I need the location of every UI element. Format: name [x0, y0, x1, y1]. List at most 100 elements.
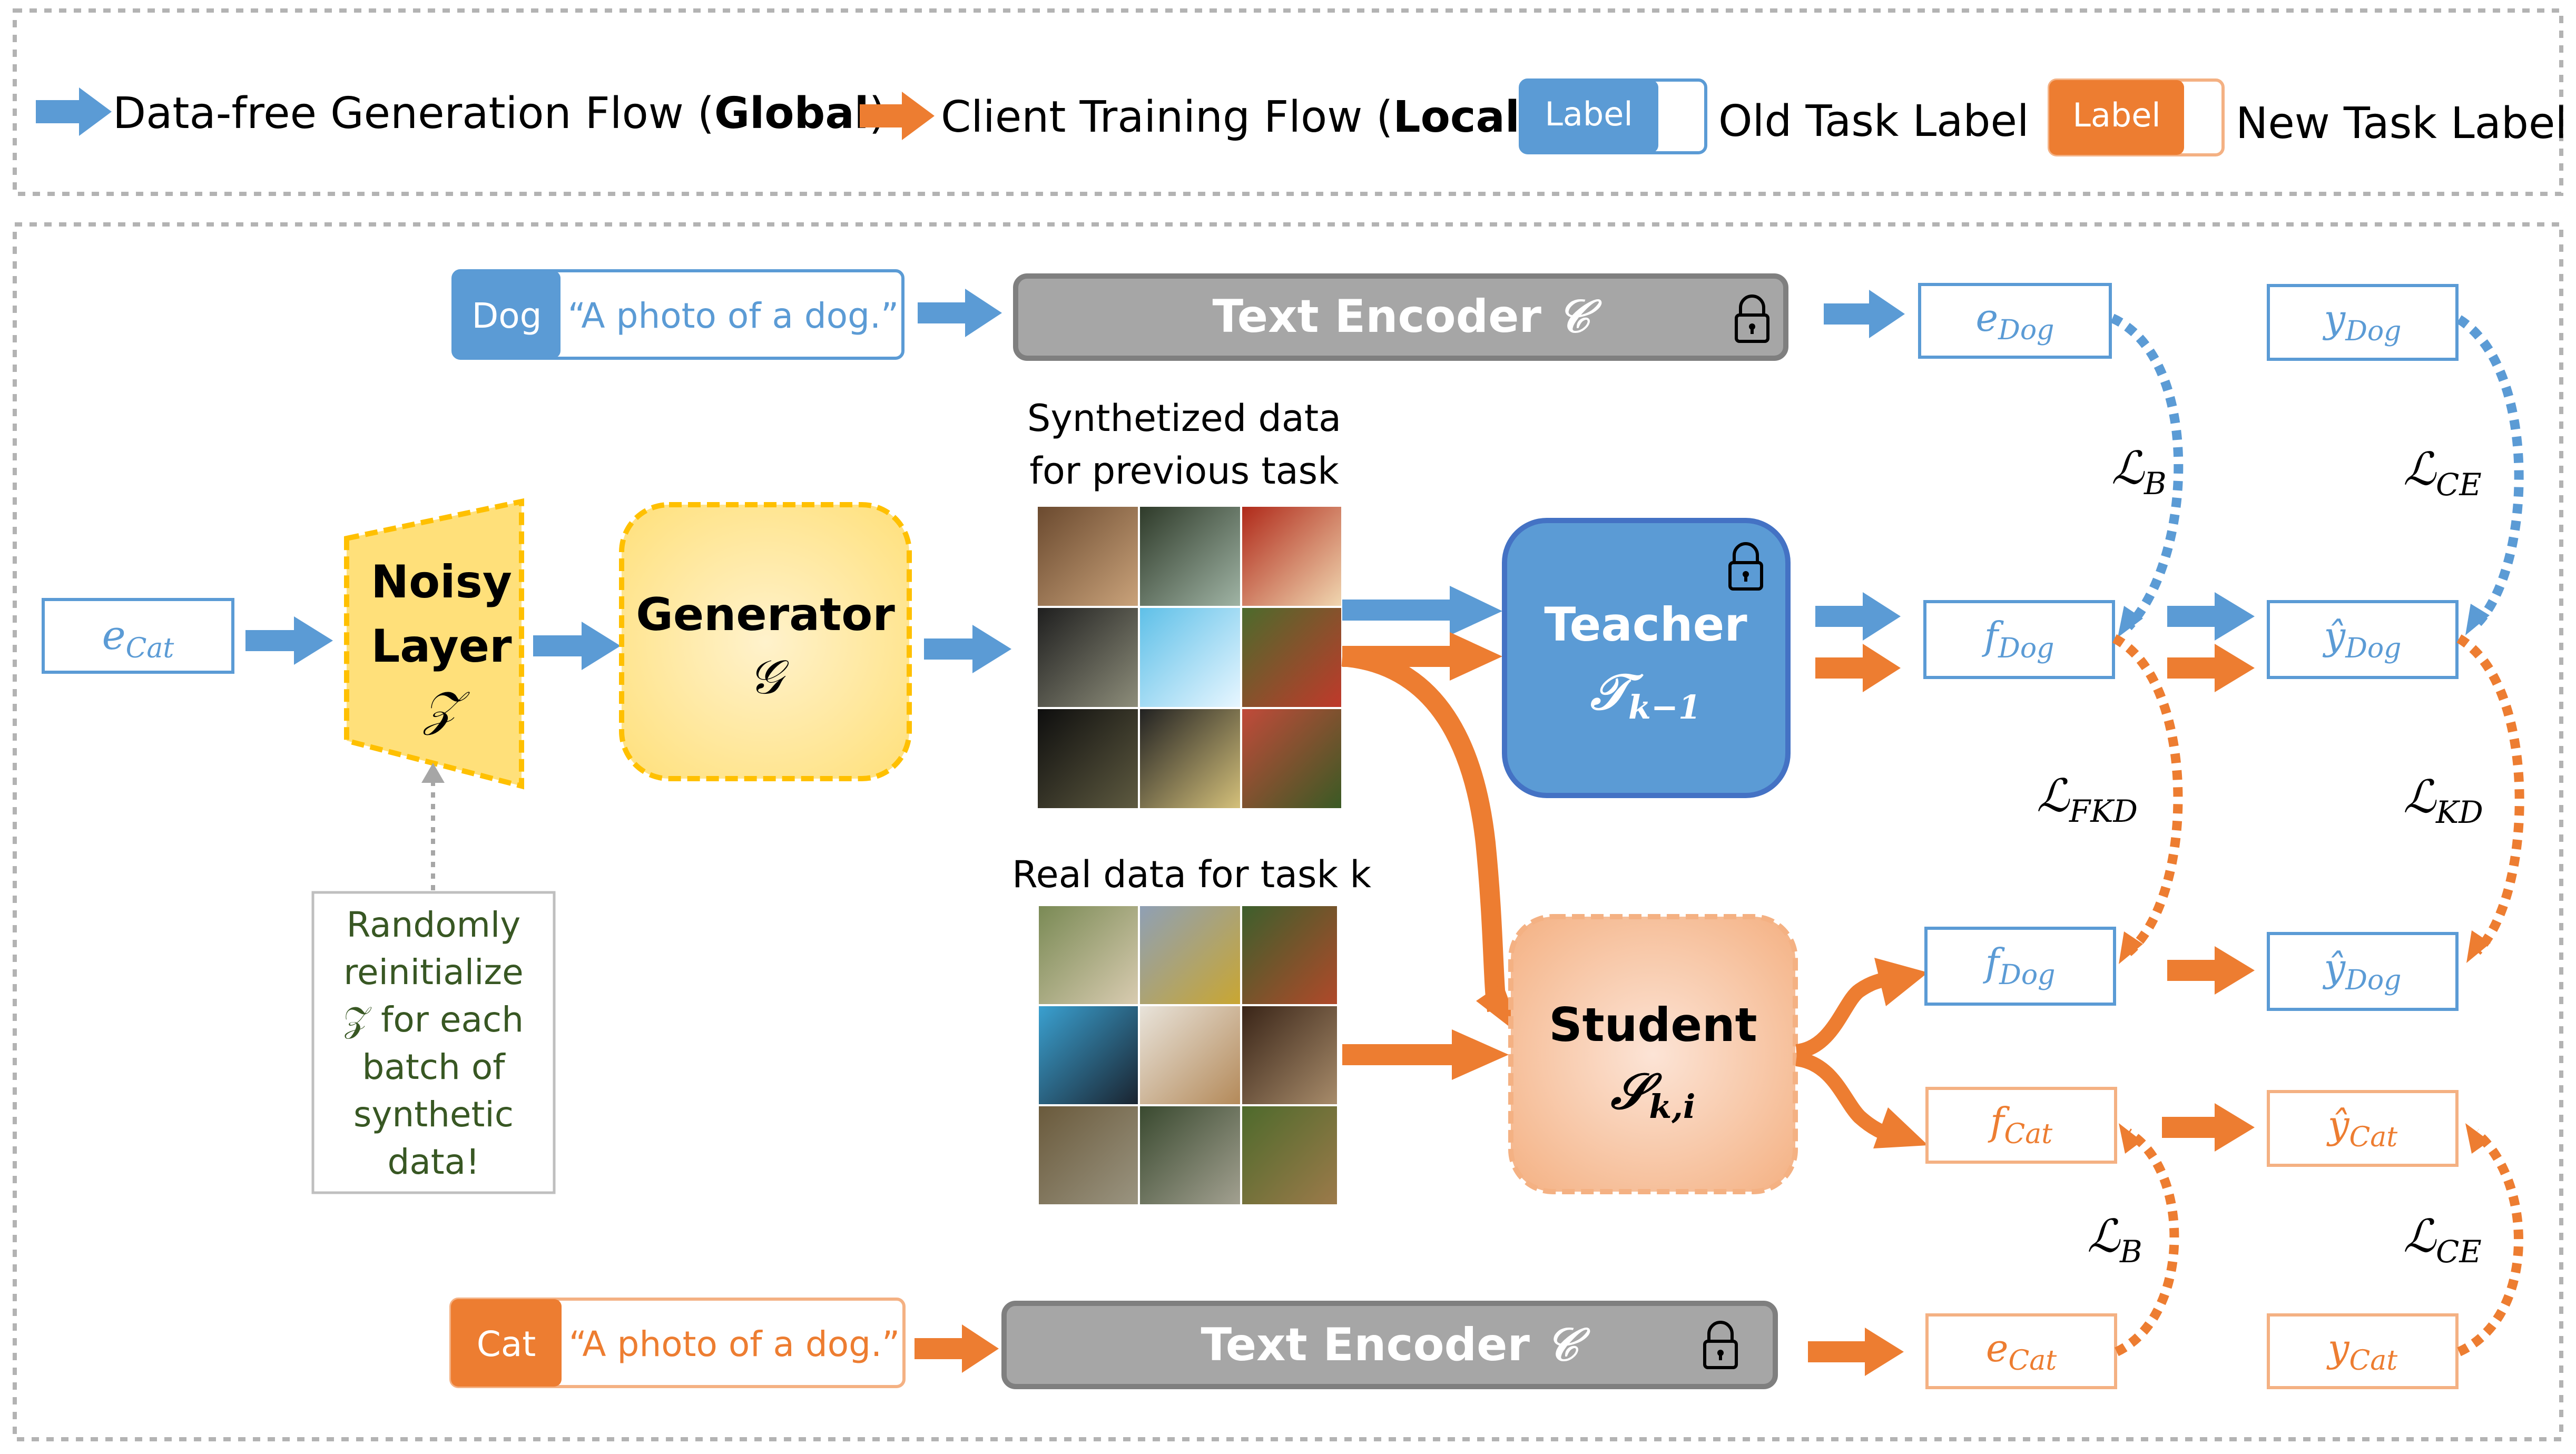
real-image-grid [1039, 906, 1337, 1204]
arrow-orange-synth-student [1341, 646, 1522, 1037]
noisy-layer: Noisy Layer 𝒵 [344, 498, 524, 790]
legend-blue-arrow-icon [36, 87, 112, 136]
lock-icon [1728, 542, 1763, 591]
svg-text:Label: Label [1545, 95, 1633, 133]
loss-arc-fkd [2112, 634, 2183, 964]
synth-caption-line1: Synthetized data [1027, 397, 1341, 440]
bottom-prompt-text: “A photo of a dog.” [569, 1324, 900, 1364]
top-prompt-label: Dog [471, 296, 542, 336]
arrow-blue-fdog-yhat-teacher [2167, 592, 2255, 641]
bottom-prompt-label: Cat [477, 1324, 536, 1364]
vector-fdog-teacher: fDog [1923, 600, 2115, 679]
legend-panel [13, 8, 2563, 196]
loss-arc-ce-bottom [2457, 1123, 2523, 1357]
svg-text:ŷCat: ŷCat [2326, 1103, 2397, 1153]
text-encoder-bottom: Text Encoder 𝒞 [1001, 1301, 1778, 1389]
vector-yhat-dog-teacher: ŷDog [2267, 600, 2459, 679]
legend-old-task-label: Old Task Label [1718, 96, 2029, 146]
loss-arc-kd [2456, 634, 2524, 963]
loss-label-b-top: ℒB [2111, 442, 2167, 502]
svg-text:fDog: fDog [1982, 614, 2054, 664]
svg-text:Noisy: Noisy [371, 556, 512, 608]
legend-orange-arrow-icon [860, 92, 935, 140]
arrow-blue-prompt-encoder-top [918, 289, 1002, 337]
svg-text:Generator: Generator [636, 588, 895, 641]
legend-global-flow: Data-free Generation Flow (Global) [113, 89, 886, 139]
vector-edog: eDog [1918, 283, 2112, 359]
svg-text:yDog: yDog [2323, 297, 2402, 347]
arrow-orange-encoder-ecat [1808, 1328, 1904, 1376]
arrow-orange-prompt-encoder-bottom [915, 1324, 999, 1373]
svg-text:ŷDog: ŷDog [2323, 946, 2402, 996]
svg-text:ŷDog: ŷDog [2323, 614, 2402, 664]
arrow-orange-fdog-yhat-teacher [2167, 644, 2255, 692]
synth-caption-line2: for previous task [1029, 449, 1339, 493]
svg-text:yCat: yCat [2326, 1326, 2397, 1377]
main-panel [13, 222, 2563, 1441]
arrow-orange-fcat-yhat-cat [2162, 1103, 2255, 1152]
loss-arc-b-top [2110, 313, 2184, 637]
svg-text:Text Encoder 𝒞: Text Encoder 𝒞 [1212, 290, 1602, 343]
svg-text:𝒮k,i: 𝒮k,i [1610, 1063, 1696, 1126]
svg-text:Text Encoder 𝒞: Text Encoder 𝒞 [1201, 1318, 1590, 1371]
arrow-blue-ecat-noisy [245, 616, 333, 665]
student: Student 𝒮k,i [1508, 914, 1798, 1194]
input-embedding-ecat: eCat [42, 598, 234, 674]
svg-text:synthetic: synthetic [353, 1094, 514, 1135]
loss-arc-ce-top [2456, 315, 2524, 635]
arrow-blue-teacher-fdog [1815, 592, 1901, 641]
arrow-orange-fdog-yhat-student [2167, 946, 2255, 995]
svg-text:Randomly: Randomly [347, 905, 521, 945]
arrow-blue-generator-synth [924, 625, 1011, 673]
arrow-orange-student-fcat [1795, 1052, 1928, 1148]
svg-text:data!: data! [387, 1142, 479, 1182]
vector-ydog: yDog [2267, 284, 2459, 361]
svg-text:eCat: eCat [1986, 1326, 2057, 1377]
vector-fcat: fCat [1925, 1087, 2117, 1164]
real-caption: Real data for task k [1012, 853, 1371, 896]
vector-ycat: yCat [2267, 1313, 2459, 1389]
legend-new-task-label: New Task Label [2236, 99, 2567, 149]
vector-yhat-dog-student: ŷDog [2267, 932, 2459, 1011]
legend-local-flow: Client Training Flow (Local) [941, 92, 1537, 142]
arrow-orange-student-fdog [1795, 958, 1928, 1059]
arrow-orange-real-student [1342, 1029, 1509, 1080]
legend-new-task-badge: Label [2048, 78, 2225, 156]
svg-text:batch of: batch of [362, 1047, 506, 1087]
lock-icon [1703, 1321, 1738, 1369]
synthetic-image-grid [1038, 507, 1341, 808]
loss-label-kd: ℒKD [2403, 771, 2483, 830]
svg-text:𝒵 for each: 𝒵 for each [343, 999, 524, 1040]
generator: Generator 𝒢 [619, 502, 912, 781]
svg-text:Layer: Layer [371, 620, 513, 673]
svg-text:Label: Label [2072, 96, 2160, 134]
loss-label-fkd: ℒFKD [2037, 770, 2138, 829]
arrow-blue-encoder-edog [1824, 290, 1905, 338]
arrow-note-noisy [421, 763, 445, 890]
top-prompt-text: “A photo of a dog.” [568, 296, 899, 336]
svg-text:reinitialize: reinitialize [343, 952, 523, 993]
vector-fdog-student: fDog [1924, 927, 2116, 1006]
arrow-blue-synth-teacher [1342, 586, 1502, 635]
teacher: Teacher 𝒯k−1 [1502, 518, 1791, 798]
note-box: Randomly reinitialize 𝒵 for each batch o… [311, 891, 556, 1194]
svg-text:eDog: eDog [1976, 296, 2054, 346]
arrow-blue-noisy-generator [533, 622, 621, 670]
bottom-prompt-box: Cat “A photo of a dog.” [449, 1298, 906, 1388]
loss-label-ce-bottom: ℒCE [2403, 1210, 2482, 1270]
svg-text:fDog: fDog [1983, 940, 2056, 991]
legend-old-task-badge: Label [1519, 78, 1707, 154]
vector-ecat: eCat [1925, 1313, 2117, 1389]
loss-label-ce-top: ℒCE [2403, 443, 2482, 503]
svg-text:eCat: eCat [102, 612, 174, 664]
svg-text:Student: Student [1549, 998, 1757, 1052]
arrow-orange-teacher-fdog [1815, 644, 1901, 692]
loss-label-b-bottom: ℒB [2087, 1210, 2142, 1270]
lock-icon [1735, 294, 1769, 343]
text-encoder-top: Text Encoder 𝒞 [1013, 273, 1788, 361]
top-prompt-box: Dog “A photo of a dog.” [451, 269, 904, 360]
loss-arc-b-bottom [2115, 1123, 2179, 1357]
vector-yhat-cat: ŷCat [2267, 1090, 2459, 1167]
svg-text:Teacher: Teacher [1544, 597, 1747, 652]
